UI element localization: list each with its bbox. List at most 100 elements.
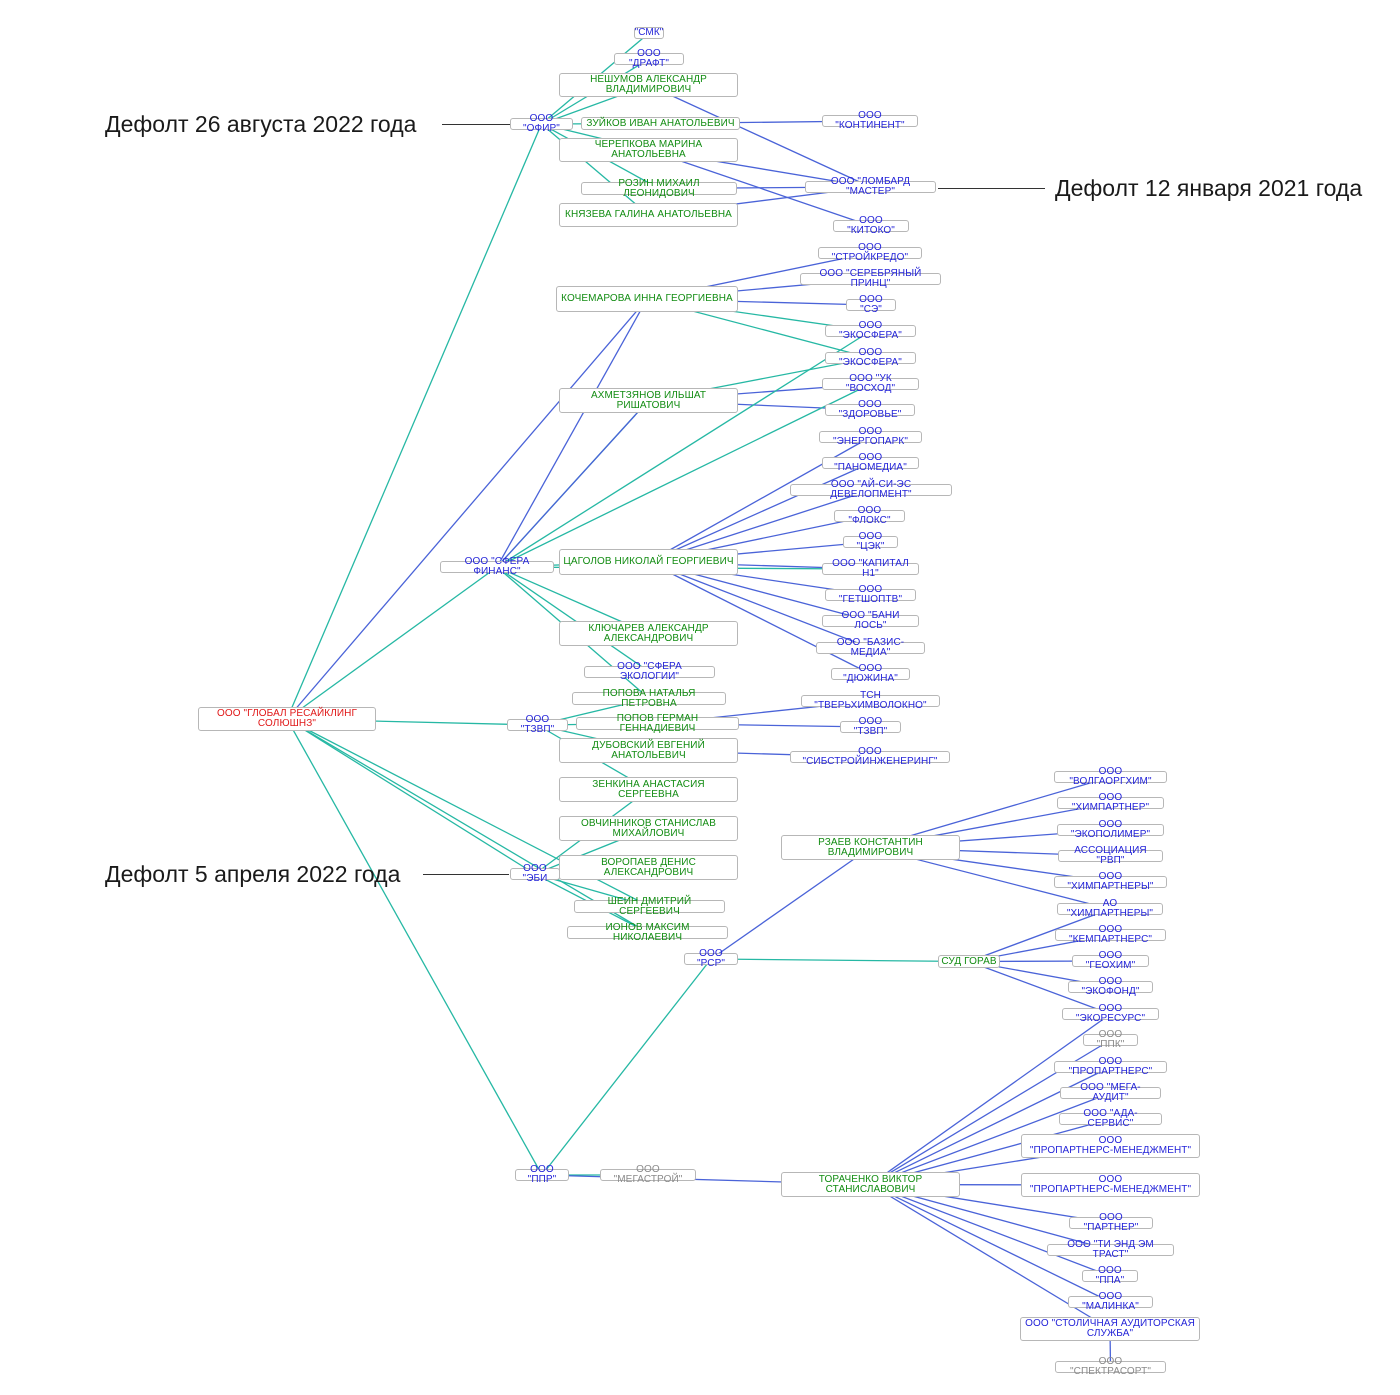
edge-rsr-sudgorav [710,958,970,963]
node-volgaorg[interactable]: ООО "ВОЛГАОРГХИМ" [1054,767,1167,787]
edge-torachenko-ppa [870,1183,1111,1277]
node-ovchinnikov[interactable]: ОВЧИННИКОВ СТАНИСЛАВ МИХАЙЛОВИЧ [559,816,738,841]
default-callout-ofir: Дефолт 26 августа 2022 года [105,111,417,137]
node-tzvp1[interactable]: ООО "ТЗВП" [840,717,901,737]
node-kitoko[interactable]: ООО "КИТОКО" [833,216,909,236]
edge-root-kochemarova [286,298,648,720]
node-popova[interactable]: ПОПОВА НАТАЛЬЯ ПЕТРОВНА [572,688,726,708]
edge-rsr-rzaev [710,846,871,960]
node-root[interactable]: ООО "ГЛОБАЛ РЕСАЙКЛИНГ СОЛЮШНЗ" [198,707,376,731]
edge-root-ionov [286,718,648,934]
node-ppr[interactable]: ООО "ППР" [515,1165,569,1185]
edge-tsagolov-dyuzhina [648,561,871,675]
node-ahmetzyanov[interactable]: АХМЕТЗЯНОВ ИЛЬШАТ РИШАТОВИЧ [559,388,738,413]
node-megaaudit[interactable]: ООО "МЕГА-АУДИТ" [1060,1083,1161,1103]
node-stroykredo[interactable]: ООО "СТРОЙКРЕДО" [818,243,922,263]
edge-sferafin-ekosfera1 [496,330,871,568]
node-himpartnery[interactable]: ООО "ХИМПАРТНЕРЫ" [1054,872,1167,892]
node-kontinent[interactable]: ООО "КОНТИНЕНТ" [822,111,918,131]
node-voropaev[interactable]: ВОРОПАЕВ ДЕНИС АЛЕКСАНДРОВИЧ [559,855,738,880]
node-bazis[interactable]: ООО "БАЗИС-МЕДИА" [816,638,925,658]
edge-cherepkova-kitoko [648,149,872,227]
node-klyucharev[interactable]: КЛЮЧАРЕВ АЛЕКСАНДР АЛЕКСАНДРОВИЧ [559,621,738,646]
node-rzaev[interactable]: РЗАЕВ КОНСТАНТИН ВЛАДИМИРОВИЧ [781,835,960,860]
node-zenkina[interactable]: ЗЕНКИНА АНАСТАСИЯ СЕРГЕЕВНА [559,777,738,802]
node-rsr[interactable]: ООО "РСР" [684,949,738,969]
edge-neshumov-lombard [648,84,871,188]
node-tsek[interactable]: ООО "ЦЭК" [843,532,898,552]
node-tsagolov[interactable]: ЦАГОЛОВ НИКОЛАЙ ГЕОРГИЕВИЧ [559,549,738,575]
node-knyazeva[interactable]: КНЯЗЕВА ГАЛИНА АНАТОЛЬЕВНА [559,203,738,227]
node-kempart[interactable]: ООО "КЕМПАРТНЕРС" [1055,925,1166,945]
node-smk[interactable]: "СМК" [634,27,664,39]
node-se[interactable]: ООО "СЭ" [846,295,896,315]
node-lombard[interactable]: ООО "ЛОМБАРД "МАСТЕР" [805,177,936,197]
edge-torachenko-malinka [870,1183,1111,1303]
node-dubovsky[interactable]: ДУБОВСКИЙ ЕВГЕНИЙ АНАТОЛЬЕВИЧ [559,738,738,763]
node-floks[interactable]: ООО "ФЛОКС" [834,506,905,526]
callout-leader-ebi [423,874,509,875]
node-sibstroy[interactable]: ООО "СИБСТРОЙИНЖЕНЕРИНГ" [790,747,950,767]
node-rozin[interactable]: РОЗИН МИХАИЛ ЛЕОНИДОВИЧ [581,178,737,198]
node-zdorovie[interactable]: ООО "ЗДОРОВЬЕ" [825,400,915,420]
node-sudgorav[interactable]: СУД ГОРАВ [938,955,1000,968]
node-panomedia[interactable]: ООО "ПАНОМЕДИА" [822,453,919,473]
node-kochemarova[interactable]: КОЧЕМАРОВА ИННА ГЕОРГИЕВНА [556,286,738,312]
node-partner[interactable]: ООО "ПАРТНЕР" [1069,1213,1153,1233]
node-tiendem[interactable]: ООО "ТИ ЭНД ЭМ ТРАСТ" [1047,1240,1174,1260]
node-ekosfera1[interactable]: ООО "ЭКОСФЕРА" [825,321,916,341]
edge-ppr-rsr [541,958,712,1176]
node-dyuzhina[interactable]: ООО "ДЮЖИНА" [831,664,910,684]
node-kapital[interactable]: ООО "КАПИТАЛ Н1" [822,559,919,579]
node-adaserv[interactable]: ООО "АДА-СЕРВИС" [1059,1109,1162,1129]
node-zuykov[interactable]: ЗУЙКОВ ИВАН АНАТОЛЬЕВИЧ [581,117,740,130]
node-ppa[interactable]: ООО "ППА" [1082,1266,1138,1286]
node-neshumov[interactable]: НЕШУМОВ АЛЕКСАНДР ВЛАДИМИРОВИЧ [559,73,738,97]
node-cherepkova[interactable]: ЧЕРЕПКОВА МАРИНА АНАТОЛЬЕВНА [559,138,738,162]
node-tsn[interactable]: ТСН "ТВЕРЬХИМВОЛОКНО" [801,691,940,711]
node-ekoresurs[interactable]: ООО "ЭКОРЕСУРС" [1062,1004,1159,1024]
node-popovg[interactable]: ПОПОВ ГЕРМАН ГЕННАДИЕВИЧ [576,713,739,733]
edge-torachenko-ekoresurs [870,1013,1111,1186]
node-aisies[interactable]: ООО "АЙ-СИ-ЭС ДЕВЕЛОПМЕНТ" [790,480,952,500]
node-getshop[interactable]: ООО "ГЕТШОПТВ" [825,585,916,605]
node-ekosfera2[interactable]: ООО "ЭКОСФЕРА" [825,348,916,368]
node-geohim[interactable]: ООО "ГЕОХИМ" [1072,951,1149,971]
node-shein[interactable]: ШЕИН ДМИТРИЙ СЕРГЕЕВИЧ [574,896,725,916]
node-propman1[interactable]: ООО "ПРОПАРТНЕРС-МЕНЕДЖМЕНТ" [1021,1134,1200,1158]
node-stolichnaya[interactable]: ООО "СТОЛИЧНАЯ АУДИТОРСКАЯ СЛУЖБА" [1020,1317,1200,1341]
node-torachenko[interactable]: ТОРАЧЕНКО ВИКТОР СТАНИСЛАВОВИЧ [781,1172,960,1197]
node-malinka[interactable]: ООО "МАЛИНКА" [1068,1292,1153,1312]
node-propart[interactable]: ООО "ПРОПАРТНЕРС" [1054,1057,1167,1077]
node-ebi[interactable]: ООО "ЭБИ [510,864,560,884]
node-spektrasort[interactable]: ООО "СПЕКТРАСОРТ" [1055,1357,1166,1377]
node-energopark[interactable]: ООО "ЭНЕРГОПАРК" [819,427,922,447]
node-himpartner[interactable]: ООО "ХИМПАРТНЕР" [1057,793,1164,813]
node-ionov[interactable]: ИОНОВ МАКСИМ НИКОЛАЕВИЧ [567,922,728,942]
node-rvp[interactable]: АССОЦИАЦИЯ "РВП" [1058,846,1163,866]
node-banilos[interactable]: ООО "БАНИ ЛОСЬ" [822,611,919,631]
edge-root-ofir [286,123,543,720]
node-ekofond[interactable]: ООО "ЭКОФОНД" [1068,977,1153,997]
edge-tsagolov-panomedia [648,462,871,563]
edge-kochemarova-sferafin [496,298,648,568]
edge-root-ppr [286,718,543,1176]
node-megastroy[interactable]: ООО "МЕГАСТРОЙ" [600,1165,696,1185]
default-callout-lombard: Дефолт 12 января 2021 года [1055,175,1363,201]
edge-sferafin-sferaeko [496,566,650,673]
node-ukvoshod[interactable]: ООО "УК "ВОСХОД" [822,374,919,394]
node-tzvp2[interactable]: ООО "ТЗВП" [507,715,568,735]
node-ao_him[interactable]: АО "ХИМПАРТНЕРЫ" [1057,899,1163,919]
edge-sferafin-ahmetzyanov [496,400,649,568]
edge-root-ebi [286,718,536,875]
node-sferafin[interactable]: ООО "СФЕРА ФИНАНС" [440,557,554,577]
edge-torachenko-megaaudit [870,1092,1111,1186]
node-ekopolimer[interactable]: ООО "ЭКОПОЛИМЕР" [1057,820,1164,840]
node-ppk[interactable]: ООО "ППК" [1083,1030,1138,1050]
node-propman2[interactable]: ООО "ПРОПАРТНЕРС-МЕНЕДЖМЕНТ" [1021,1173,1200,1197]
node-draft[interactable]: ООО "ДРАФТ" [614,49,684,69]
node-ofir[interactable]: ООО "ОФИР" [510,114,573,134]
node-serebr[interactable]: ООО "СЕРЕБРЯНЫЙ ПРИНЦ" [800,269,941,289]
node-sferaeko[interactable]: ООО "СФЕРА ЭКОЛОГИИ" [584,662,715,682]
